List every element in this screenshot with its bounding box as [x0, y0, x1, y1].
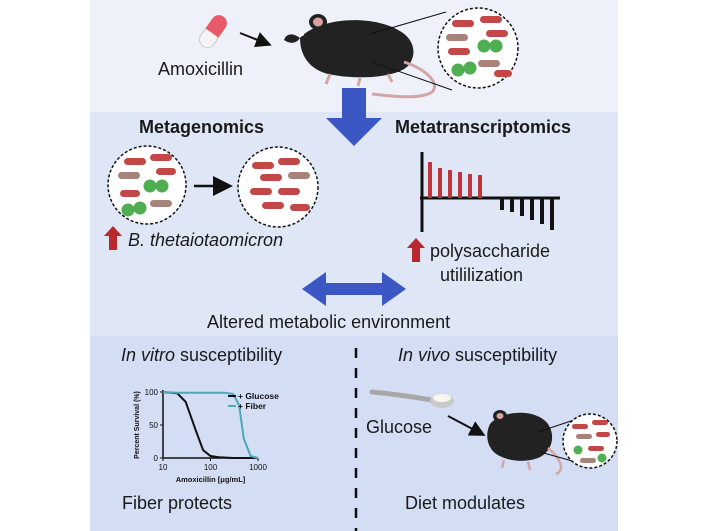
drug-label: Amoxicillin	[158, 59, 244, 79]
left-caption: Fiber protects	[122, 493, 233, 513]
y-axis-label: Percent Survival (%)	[134, 391, 141, 459]
gut-microbiome-bubble	[562, 413, 618, 469]
x-axis-label: Amoxicillin [μg/mL]	[176, 475, 246, 484]
environment-label: Altered metabolic environment	[207, 312, 451, 332]
down-arrow	[326, 88, 382, 146]
species-label: B. thetaiotaomicron	[128, 230, 284, 250]
gut-microbiome-bubble	[437, 7, 519, 89]
x-tick-label: 1000	[249, 463, 267, 472]
y-tick-label: 100	[145, 388, 159, 397]
series-line-1	[162, 391, 258, 459]
pathway-label-line1: polysaccharide	[430, 241, 551, 261]
y-tick-label: 0	[154, 454, 159, 463]
invitro-title: In vitro susceptibility	[121, 346, 282, 364]
invivo-title-italic: In vivo	[398, 345, 451, 365]
right-caption: Diet modulates	[405, 493, 526, 513]
series-line-2	[162, 391, 259, 459]
legend-label-2: + Fiber	[238, 401, 267, 411]
increase-arrow-icon	[407, 238, 425, 262]
expression-bars	[420, 152, 560, 232]
invivo-title: In vivo susceptibility	[398, 346, 557, 364]
invivo-title-rest: susceptibility	[450, 345, 558, 365]
before-microbiome-bubble	[107, 145, 187, 225]
mouse-icon	[284, 11, 453, 99]
metagenomics-title: Metagenomics	[139, 117, 265, 137]
sugar-label: Glucose	[366, 417, 433, 437]
legend-label-1: + Glucose	[238, 391, 279, 401]
x-tick-label: 100	[204, 463, 218, 472]
y-tick-label: 50	[149, 421, 158, 430]
pathway-label-line2: utililization	[440, 265, 524, 285]
increase-arrow-icon	[104, 226, 122, 250]
feed-arrow	[447, 415, 486, 436]
pill-icon	[198, 15, 227, 49]
after-microbiome-bubble	[237, 146, 319, 228]
bidirectional-arrow	[302, 272, 406, 306]
dose-arrow	[239, 32, 272, 48]
middle-panel	[90, 112, 618, 336]
invitro-title-rest: susceptibility	[175, 345, 283, 365]
spoon-icon	[369, 389, 454, 408]
invitro-title-italic: In vitro	[121, 345, 176, 365]
x-tick-label: 10	[159, 463, 168, 472]
mouse-icon	[487, 410, 577, 476]
metatranscriptomics-title: Metatranscriptomics	[395, 117, 572, 137]
